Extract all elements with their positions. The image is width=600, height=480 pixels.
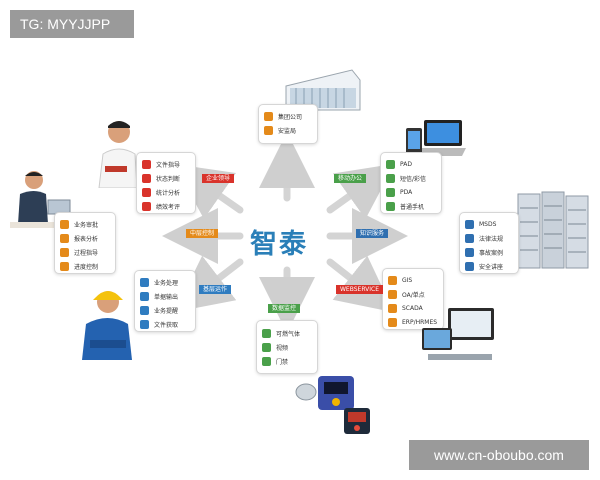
list-item: 报表分析 [55,231,115,245]
list-item: 业务审批 [55,217,115,231]
card-monitor: 可燃气体 视频 门禁 [256,320,318,374]
list-item: 普通手机 [381,199,441,213]
computer-monitor-icon [422,308,494,360]
camera-icon [262,342,271,352]
tag-grassroots: 基层运作 [199,285,232,294]
printer-icon [140,291,149,301]
tag-knowledge-service: 知识服务 [356,229,389,238]
wrench-icon [388,289,397,299]
tag-mobile-office: 移动办公 [334,174,367,183]
card-middle: 业务审批 报表分析 过程指导 进度控制 [54,212,116,274]
trend-icon [142,201,151,211]
list-item: 事故案例 [460,245,518,259]
tag-webservice: WEBSERVICE [336,285,384,294]
door-icon [262,356,271,366]
list-item: OA/单点 [383,287,443,301]
list-item: PAD [381,157,441,171]
list-item: 单据输出 [135,289,195,303]
book-icon [465,233,474,243]
list-item: 可燃气体 [257,326,317,340]
server-rack-icon [517,191,589,269]
center-title: 智泰 [250,229,308,260]
worker-photo [82,291,132,360]
card-knowledge: MSDS 法律法规 事故案例 安全讲座 [459,212,519,274]
pda-icon [386,187,395,197]
gear-icon [140,277,149,287]
list-item: GIS [383,273,443,287]
list-item: 文件获取 [135,317,195,331]
gas-detector-icon [295,376,370,434]
list-item: 进度控制 [55,259,115,273]
watermark-bottom: www.cn-oboubo.com [409,440,589,470]
leader-photo [97,116,137,188]
card-leader: 文件指导 状态判断 统计分析 绩效考评 [136,152,196,214]
list-item: 门禁 [257,354,317,368]
list-item: ERP/HRMES [383,315,443,329]
download-icon [140,319,149,329]
list-item: 短信/彩信 [381,171,441,185]
building-small-icon [264,111,273,121]
gas-icon [262,328,271,338]
list-item: 过程指导 [55,245,115,259]
card-worker: 业务处理 单据输出 业务提醒 文件获取 [134,270,196,332]
list-item: 业务提醒 [135,303,195,317]
list-item: 视频 [257,340,317,354]
card-group: 集团公司 安监局 [258,104,318,144]
list-item: 集团公司 [259,109,317,123]
list-item: 安监局 [259,123,317,137]
tag-leadership: 企业领导 [202,174,235,183]
card-webservice: GIS OA/单点 SCADA ERP/HRMES [382,268,444,330]
arrow-top-left [174,163,244,219]
document-icon [142,159,151,169]
globe-icon [388,275,397,285]
tag-middle-control: 中层控制 [186,229,219,238]
document-icon [60,233,69,243]
list-item: 法律法规 [460,231,518,245]
tag-data-monitoring: 数据监控 [268,304,301,313]
bell-icon [140,305,149,315]
list-item: MSDS [460,217,518,231]
database-icon [465,219,474,229]
list-item: 统计分析 [137,185,195,199]
list-item: 状态判断 [137,171,195,185]
arrow-top-right [326,163,395,220]
phone-icon [386,201,395,211]
card-mobile: PAD 短信/彩信 PDA 普通手机 [380,152,442,214]
list-item: 绩效考评 [137,199,195,213]
list-item: 安全讲座 [460,259,518,273]
list-item: 文件指导 [137,157,195,171]
list-item: SCADA [383,301,443,315]
list-item: 业务处理 [135,275,195,289]
message-icon [386,173,395,183]
list-item: PDA [381,185,441,199]
folder-icon [60,219,69,229]
chart-icon [142,187,151,197]
lecture-icon [465,261,474,271]
laptop-icon [406,120,466,156]
tablet-icon [386,159,395,169]
monitor-icon [388,303,397,313]
case-icon [465,247,474,257]
arrows-icon [60,261,69,271]
watermark-top: TG: MYYJJPP [10,10,134,38]
house-icon [264,125,273,135]
network-icon [388,317,397,327]
check-icon [142,173,151,183]
manager-photo [10,171,72,228]
lightbulb-icon [60,247,69,257]
